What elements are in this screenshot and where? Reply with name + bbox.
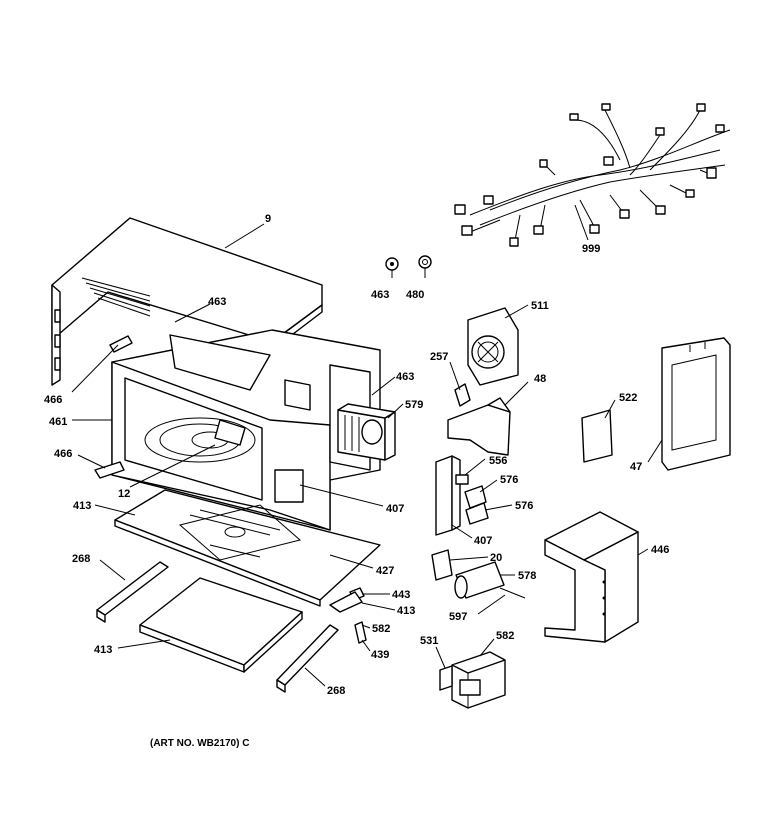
part-labels: 9 463 463 480 999 511 257 48 463 579 522…: [44, 213, 669, 697]
label-413-base: 413: [73, 500, 91, 512]
base-plate: [114, 489, 381, 607]
label-20: 20: [490, 552, 502, 564]
label-531: 531: [420, 635, 438, 647]
magnetron: [337, 403, 396, 461]
label-439: 439: [371, 649, 389, 661]
label-597: 597: [449, 611, 467, 623]
label-582-screw: 582: [372, 623, 390, 635]
label-443: 443: [392, 589, 410, 601]
label-413-bracket: 413: [397, 605, 415, 617]
label-446: 446: [651, 544, 669, 556]
label-463-magnetron: 463: [396, 371, 414, 383]
capacitor: [454, 561, 526, 599]
label-999: 999: [582, 243, 600, 255]
rail-right: [276, 624, 339, 693]
label-257: 257: [430, 351, 448, 363]
label-407-bracket: 407: [474, 535, 492, 547]
label-522: 522: [619, 392, 637, 404]
label-268-left: 268: [72, 553, 90, 565]
thermal-cutout-531: [439, 665, 453, 691]
label-47: 47: [630, 461, 642, 473]
diode-20: [431, 549, 453, 581]
label-576-upper: 576: [500, 474, 518, 486]
label-576-lower: 576: [515, 500, 533, 512]
fuse-257: [454, 383, 471, 407]
leader-lines: [71, 204, 663, 687]
screw-439: [354, 621, 367, 644]
side-panel: [661, 337, 731, 471]
label-268-right: 268: [327, 685, 345, 697]
label-407-cavity: 407: [386, 503, 404, 515]
label-12: 12: [118, 488, 130, 500]
label-9: 9: [265, 213, 271, 225]
label-480: 480: [406, 289, 424, 301]
insulator-sheet: [581, 409, 613, 463]
grommet-480: [418, 255, 432, 269]
tray: [139, 577, 303, 673]
rail-left: [96, 561, 169, 623]
label-461: 461: [49, 416, 67, 428]
label-556: 556: [489, 455, 507, 467]
label-463-nut: 463: [371, 289, 389, 301]
label-579: 579: [405, 399, 423, 411]
label-511: 511: [531, 300, 549, 312]
label-413-tray: 413: [94, 644, 112, 656]
case-vent-grille: [81, 277, 151, 317]
label-48: 48: [534, 373, 546, 385]
label-466-upper: 466: [44, 394, 62, 406]
label-463-case: 463: [208, 296, 226, 308]
switch-bracket: [435, 455, 469, 536]
label-578: 578: [518, 570, 536, 582]
switch-576b: [465, 502, 489, 525]
clip-466: [94, 461, 125, 479]
label-582-transformer: 582: [496, 630, 514, 642]
wire-harness: [454, 103, 731, 247]
fan-motor: [467, 307, 519, 386]
transformer: [451, 651, 506, 709]
shield-box: [544, 511, 639, 643]
label-466-lower: 466: [54, 448, 72, 460]
label-427: 427: [376, 565, 394, 577]
art-number-caption: (ART NO. WB2170) C: [150, 738, 249, 749]
bracket-413: [329, 591, 363, 613]
nut-463: [385, 257, 399, 271]
air-duct: [447, 397, 511, 456]
